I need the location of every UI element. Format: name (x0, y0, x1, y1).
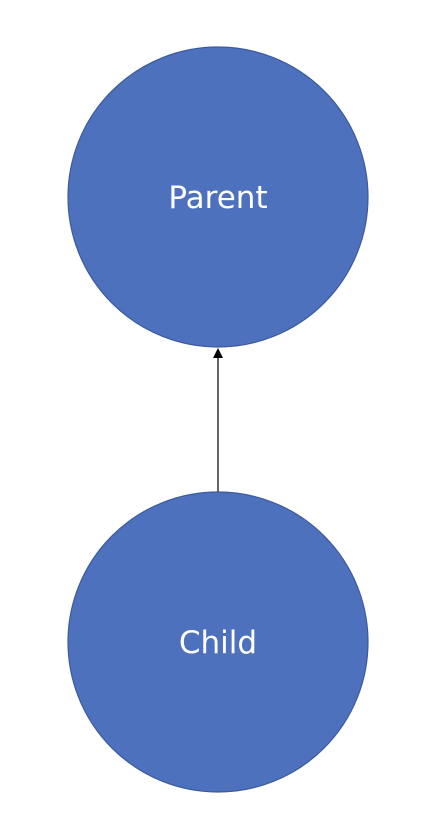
node-child-label: Child (179, 625, 257, 661)
node-parent[interactable]: Parent (67, 46, 369, 348)
arrowhead-icon (213, 348, 223, 358)
node-parent-circle (67, 46, 369, 348)
node-parent-label: Parent (168, 180, 267, 216)
node-child-circle (67, 491, 369, 793)
node-child[interactable]: Child (67, 491, 369, 793)
